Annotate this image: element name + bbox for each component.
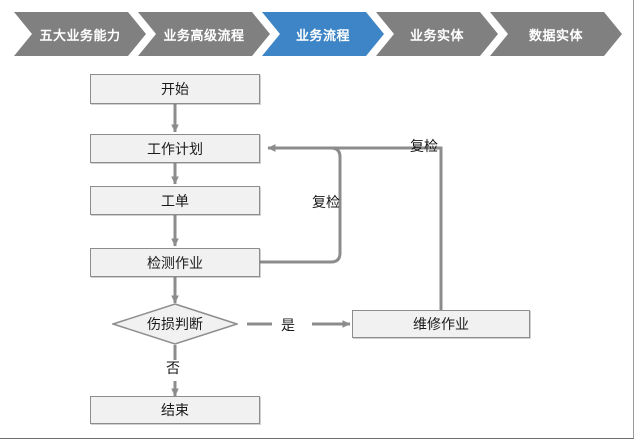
edge-label-no: 否 [166,360,180,376]
breadcrumb-step-3[interactable]: 业务流程 [262,12,384,56]
breadcrumb: 五大业务能力 业务高级流程 业务流程 业务实体 数据实体 [0,12,634,56]
edge-label-recheck-inner: 复检 [312,194,340,210]
breadcrumb-step-5[interactable]: 数据实体 [490,12,622,56]
breadcrumb-step-5-label: 数据实体 [528,27,583,43]
node-inspection-label: 检测作业 [147,254,203,271]
node-repair-label: 维修作业 [413,316,469,332]
breadcrumb-step-2-label: 业务高级流程 [163,27,245,43]
node-work-plan-label: 工作计划 [147,140,203,157]
node-work-order[interactable]: 工单 [90,186,260,215]
breadcrumb-step-1[interactable]: 五大业务能力 [14,12,146,56]
node-decision-damage-judgement[interactable]: 伤损判断 [112,303,238,345]
node-inspection[interactable]: 检测作业 [90,248,260,277]
breadcrumb-step-4-label: 业务实体 [409,27,464,43]
edge-label-yes: 是 [281,317,295,333]
node-decision-label: 伤损判断 [147,316,203,332]
breadcrumb-step-1-label: 五大业务能力 [39,27,121,43]
breadcrumb-step-2[interactable]: 业务高级流程 [138,12,270,56]
node-work-plan[interactable]: 工作计划 [90,134,260,163]
node-start-label: 开始 [161,81,189,97]
breadcrumb-step-4[interactable]: 业务实体 [376,12,498,56]
node-start[interactable]: 开始 [90,74,260,104]
node-work-order-label: 工单 [161,192,189,209]
edge-label-recheck-outer: 复检 [410,138,438,154]
edge-repair-recheck-to-work-plan [267,144,443,310]
node-end[interactable]: 结束 [90,396,260,424]
node-repair[interactable]: 维修作业 [352,310,530,338]
diamond-shape [112,303,238,345]
node-end-label: 结束 [161,402,189,418]
breadcrumb-step-3-label: 业务流程 [295,27,350,43]
